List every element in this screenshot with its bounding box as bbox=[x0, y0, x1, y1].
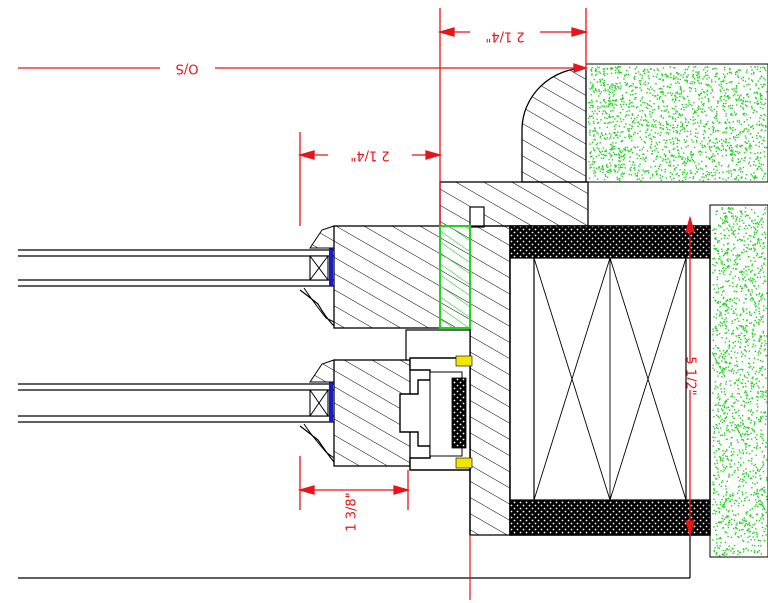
sill-lines bbox=[18, 535, 691, 600]
dim-label-sash-offset: 2 1/4" bbox=[350, 148, 389, 163]
dim-label-overall: O/S bbox=[176, 61, 199, 76]
lower-glazing-seal bbox=[329, 382, 333, 422]
dimension-lines bbox=[18, 8, 695, 538]
dim-label-lower-offset: 1 3/8" bbox=[345, 492, 360, 531]
quarter-round-trim bbox=[521, 67, 587, 183]
balance-channel bbox=[399, 355, 473, 471]
lower-masonry-block bbox=[709, 204, 768, 558]
upper-masonry-block bbox=[585, 63, 768, 183]
header-frame bbox=[509, 225, 711, 536]
dim-label-jamb-depth: 5 1/2" bbox=[683, 356, 698, 395]
head-stop-board bbox=[439, 181, 589, 227]
upper-glazing-seal bbox=[329, 248, 333, 286]
upper-glazing bbox=[18, 225, 335, 327]
weatherstrip-bottom bbox=[455, 457, 473, 469]
lower-glazing bbox=[18, 359, 335, 463]
lower-rail-step bbox=[405, 329, 471, 361]
lower-sash-rail bbox=[333, 359, 411, 467]
main-jamb bbox=[469, 225, 511, 536]
upper-green-weatherstrip bbox=[439, 225, 471, 329]
dim-label-upper-offset: 2 1/4" bbox=[485, 29, 524, 44]
weatherstrip-top bbox=[455, 355, 473, 367]
stop-notch bbox=[469, 206, 485, 228]
